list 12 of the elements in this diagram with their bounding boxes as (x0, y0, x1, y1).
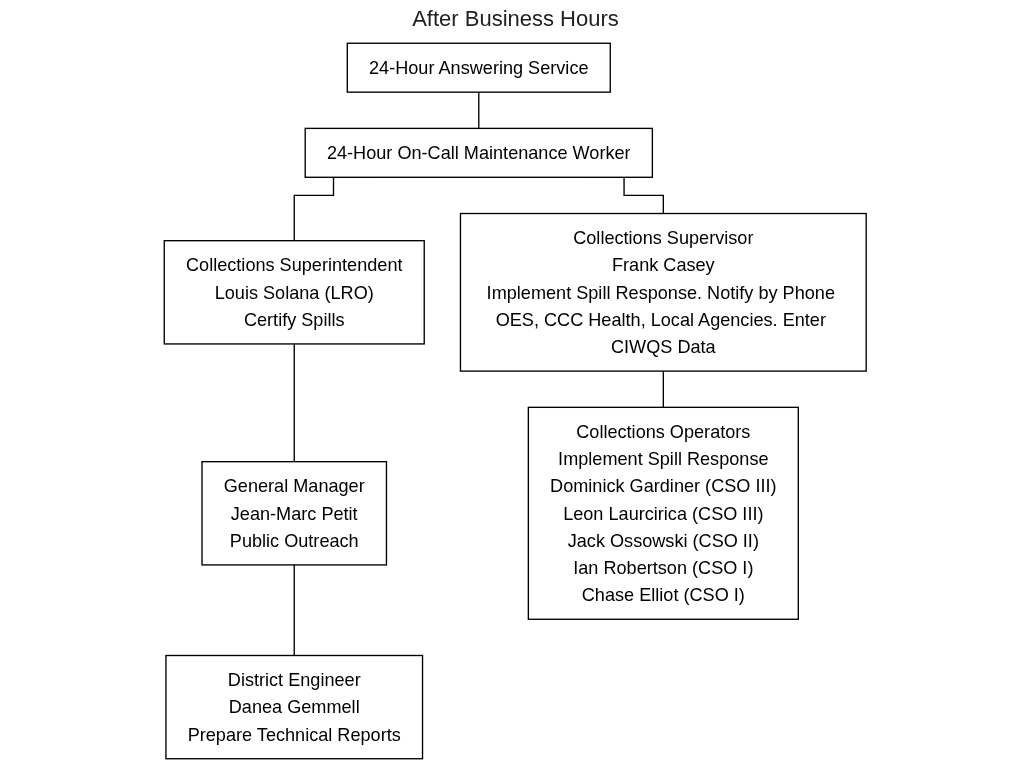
connector (662, 370, 665, 408)
connector (293, 343, 296, 463)
node-box: 24-Hour Answering Service (346, 42, 612, 93)
connector (478, 91, 480, 130)
connector (293, 564, 296, 657)
node-box: Collections Operators Implement Spill Response Dominick Gardiner (CSO III) Leon Laurcirica (CSO III) Jack Ossowski (CSO II) Ian Robertson (CSO I) Chase Elliot (CSO I) (527, 406, 800, 620)
node-box: 24-Hour On-Call Maintenance Worker (304, 127, 654, 178)
node-box: Collections Supervisor Frank Casey Implement Spill Response. Notify by Phone OES, CCC Health, Local Agencies. Enter CIWQS Data (460, 212, 868, 372)
diagram-title: After Business Hours (412, 6, 619, 32)
node-box: District Engineer Danea Gemmell Prepare Technical Reports (165, 654, 424, 760)
node-box: Collections Superintendent Louis Solana (LRO) Certify Spills (163, 240, 426, 345)
node-box: General Manager Jean-Marc Petit Public Outreach (201, 461, 388, 566)
